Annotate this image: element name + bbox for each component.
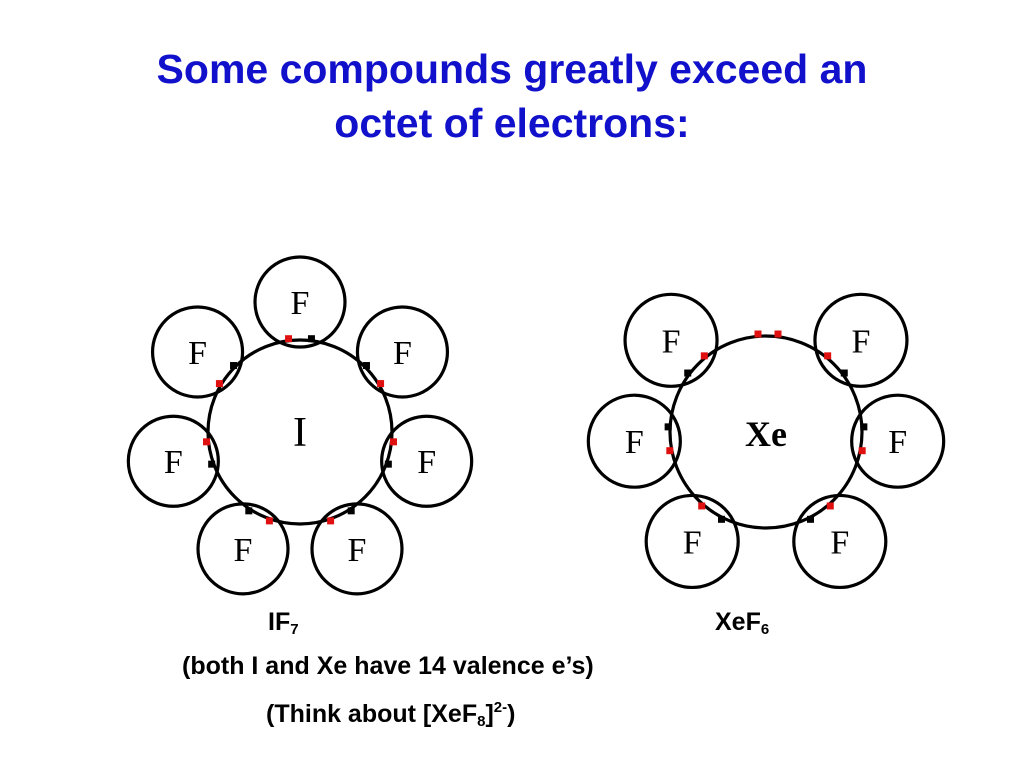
title-line-2: octet of electrons:: [334, 100, 690, 146]
if7-electron-7-b: [230, 362, 238, 370]
xef6-central-atom-label: Xe: [745, 414, 787, 454]
if7-ligand-circle-3: [380, 414, 474, 508]
xef6-electron-6-b: [700, 352, 708, 360]
if7-ligand-label-7: F: [188, 335, 207, 372]
if7-ligand-label-2: F: [393, 335, 412, 372]
if7-electron-1-a: [285, 335, 293, 343]
slide-title: Some compounds greatly exceed an octet o…: [62, 42, 962, 150]
if7-ligand-circle-6: [126, 414, 220, 508]
xef6-ligand-label-1: F: [851, 323, 870, 360]
xef6-electron-1-b: [840, 369, 848, 377]
xef6-molecule: F F F F F F Xe: [586, 292, 946, 590]
xef6-ligand-label-2: F: [888, 424, 907, 461]
xef6-ligand-label-6: F: [662, 323, 681, 360]
if7-electron-2-b: [377, 380, 385, 388]
if7-ligand-circle-2: [355, 305, 450, 399]
if7-electron-2-a: [362, 362, 370, 370]
xef6-lone-pair-electron-1: [754, 330, 762, 338]
if7-ligand-label-1: F: [291, 285, 310, 322]
xef6-outline: [586, 292, 946, 590]
if7-electron-4-a: [347, 507, 355, 515]
xef6-electron-6-a: [684, 369, 692, 377]
if7-ligand-circle-5: [196, 502, 290, 596]
if7-electron-5-a: [265, 517, 273, 525]
title-line-1: Some compounds greatly exceed an: [156, 46, 868, 92]
xef6-electron-3-b: [806, 515, 814, 523]
xef6-ligand-circle-3: [792, 493, 888, 590]
if7-electron-3-a: [389, 438, 397, 446]
if7-electron-5-b: [245, 507, 253, 515]
valence-note: (both I and Xe have 14 valence e’s): [182, 652, 594, 680]
xef6-electron-5-b: [664, 423, 672, 431]
xef6-ligand-circle-5: [586, 393, 682, 489]
xef6-electron-1-a: [824, 352, 832, 360]
if7-electron-3-b: [384, 460, 392, 468]
xef6-ligand-label-5: F: [625, 424, 644, 461]
xef6-lone-pair-electron-2: [774, 330, 782, 338]
xef6-electron-5-a: [666, 447, 674, 455]
if7-electron-4-b: [327, 517, 335, 525]
xef6-central-circle: [668, 334, 864, 530]
xef6-electron-4-a: [718, 515, 726, 523]
if7-ligand-label-3: F: [417, 444, 436, 481]
if7-electron-6-b: [203, 438, 211, 446]
if7-formula: IF7: [268, 608, 299, 638]
xef6-ligand-circle-6: [623, 292, 719, 388]
xef6-ligand-circle-1: [813, 292, 909, 388]
xef6-ligand-circle-2: [850, 393, 946, 489]
if7-ligand-label-4: F: [348, 532, 367, 569]
if7-electron-1-b: [307, 335, 315, 343]
xef6-electron-4-b: [698, 502, 706, 510]
if7-outline: [126, 255, 474, 596]
think-about-note: (Think about [XeF8]2-): [266, 699, 516, 730]
if7-molecule: F F F F F F F I: [126, 255, 474, 596]
if7-central-atom-label: I: [293, 410, 307, 456]
xef6-electron-2-a: [860, 423, 868, 431]
xef6-electron-2-b: [858, 447, 866, 455]
xef6-ligand-label-4: F: [683, 524, 702, 561]
xef6-formula: XeF6: [715, 608, 770, 638]
xef6-electron-3-a: [826, 502, 834, 510]
if7-ligand-circle-4: [310, 502, 404, 596]
if7-ligand-circle-1: [253, 255, 347, 349]
if7-ligand-circle-7: [150, 305, 245, 399]
xef6-ligand-label-3: F: [830, 524, 849, 561]
if7-electron-6-a: [208, 460, 216, 468]
if7-electron-7-a: [215, 380, 223, 388]
if7-ligand-label-5: F: [234, 532, 253, 569]
if7-ligand-label-6: F: [164, 444, 183, 481]
xef6-ligand-circle-4: [644, 493, 740, 590]
